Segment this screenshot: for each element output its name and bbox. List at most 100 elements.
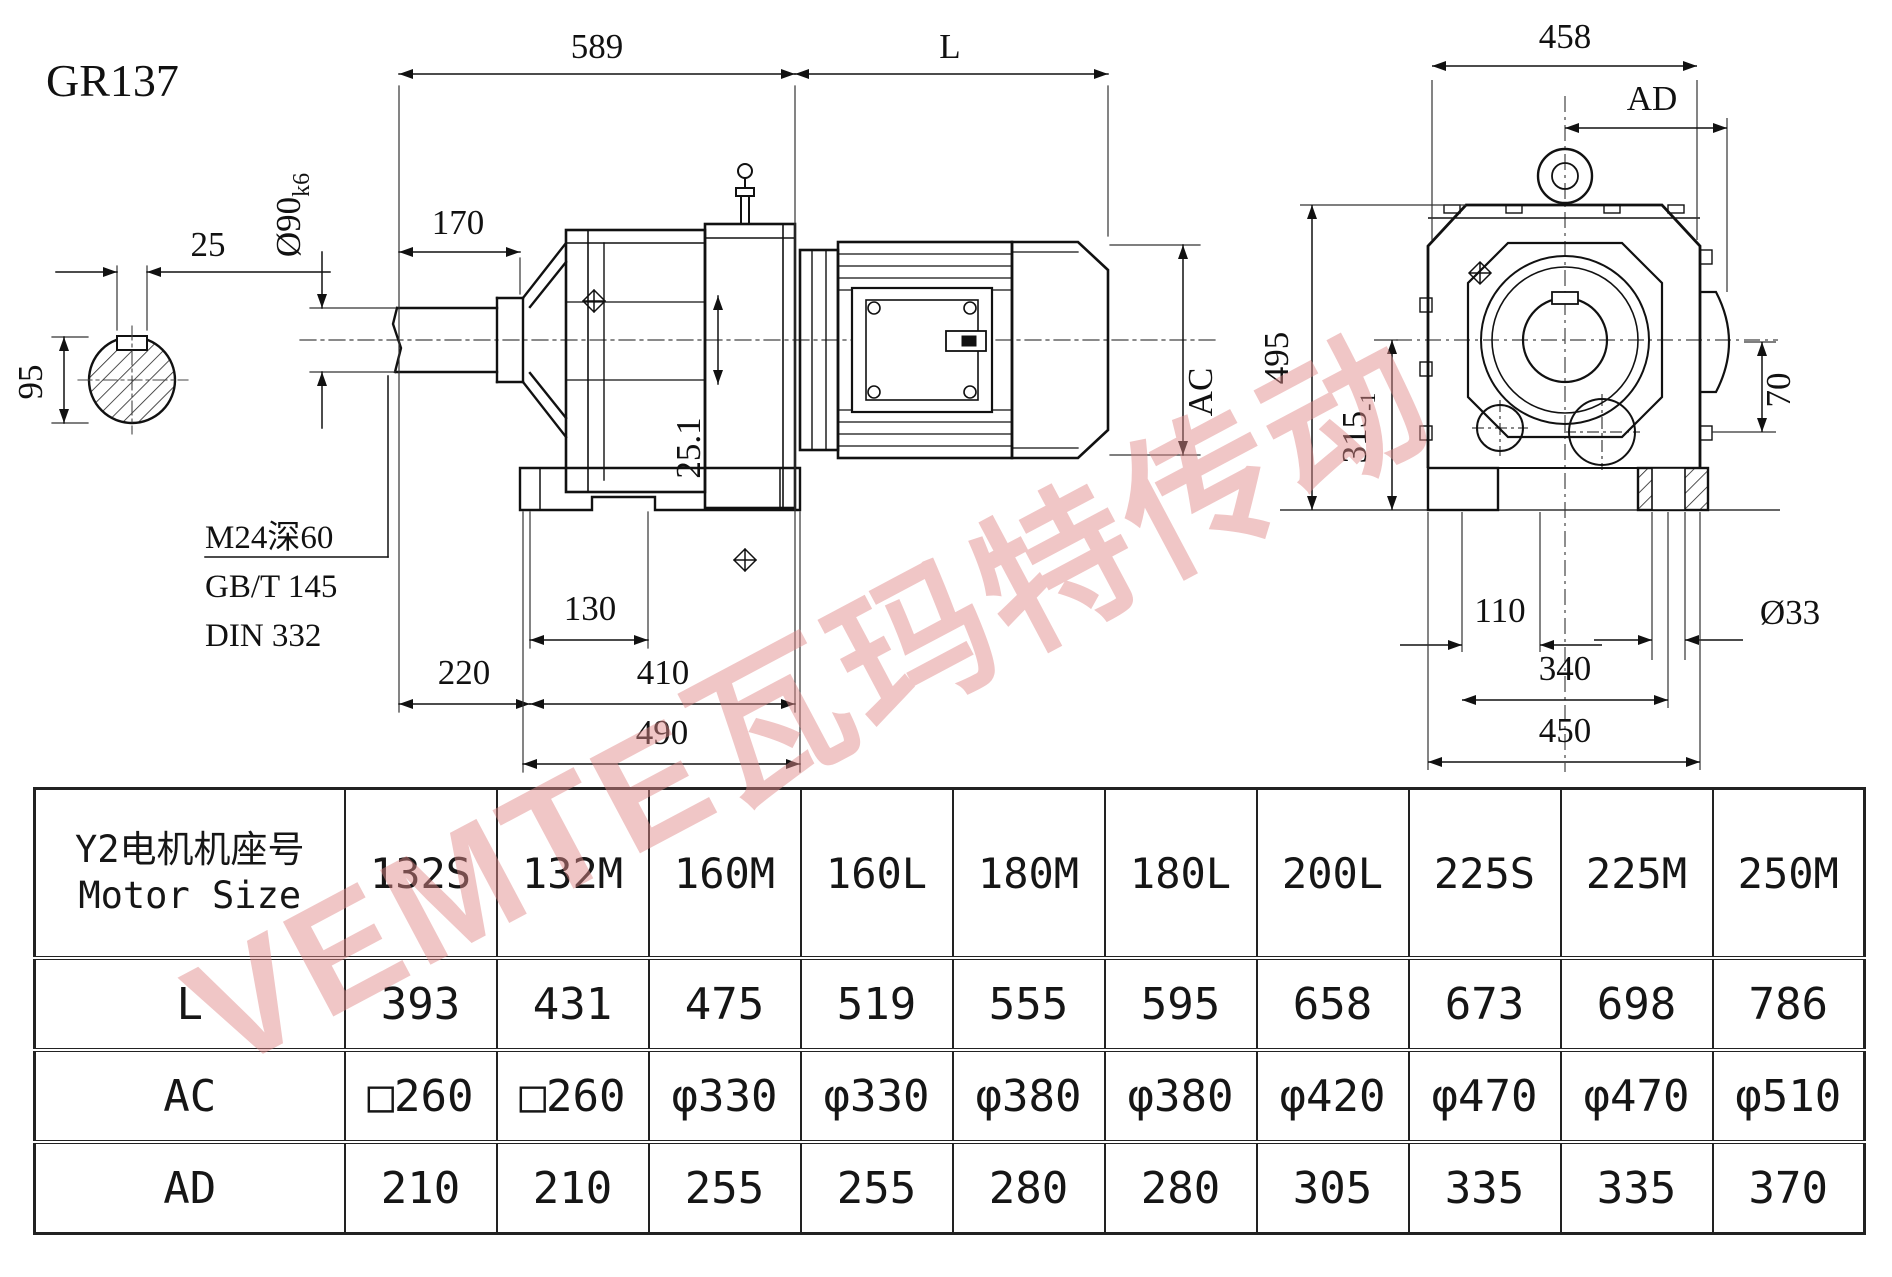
table-cell: φ330 — [647, 1048, 801, 1142]
header-motor-size-en: Motor Size — [78, 874, 302, 917]
table-cell: 393 — [343, 956, 497, 1050]
table-cell: 658 — [1255, 956, 1409, 1050]
table-cell: 305 — [1255, 1140, 1409, 1234]
dim-220-410: 220 410 — [398, 653, 796, 709]
dim-70-value: 70 — [1759, 373, 1798, 408]
motor — [798, 240, 1110, 460]
table-cell: φ470 — [1559, 1048, 1713, 1142]
dim-170: 170 — [398, 203, 521, 295]
note-din332: DIN 332 — [205, 618, 321, 654]
col-header: 132S — [343, 788, 497, 958]
dim-458-value: 458 — [1539, 17, 1592, 56]
dim-95: 95 — [11, 365, 50, 400]
gearbox-housing — [564, 222, 797, 510]
dim-315-value: 315 — [1335, 411, 1374, 464]
side-view: 25 95 Ø90k6 — [11, 27, 1220, 773]
dim-410-value: 410 — [637, 653, 690, 692]
dim-130: 130 — [529, 511, 649, 649]
table-cell: 280 — [951, 1140, 1105, 1234]
svg-text:Ø90k6: Ø90k6 — [269, 173, 315, 257]
dim-70: 70 — [1712, 341, 1798, 433]
dim-33-value: Ø33 — [1760, 593, 1820, 632]
note-thread: M24深60 — [205, 520, 333, 556]
table-row-AC: AC □260 □260 φ330 φ330 φ380 φ380 φ420 φ4… — [33, 1048, 1865, 1142]
gearbox-foot — [518, 466, 802, 512]
table-row-AD: AD 210 210 255 255 280 280 305 335 335 3… — [33, 1140, 1865, 1234]
dim-shaft-dia-value: Ø90 — [269, 197, 308, 257]
dim-key-depth: 25.1 — [669, 295, 723, 479]
col-header: 180L — [1103, 788, 1257, 958]
table-cell: φ380 — [1103, 1048, 1257, 1142]
table-cell: 786 — [1711, 956, 1865, 1050]
col-header: 225M — [1559, 788, 1713, 958]
dim-315-tolerance: -1 — [1355, 393, 1380, 411]
col-header: 250M — [1711, 788, 1865, 958]
dim-315: 315-1 — [1335, 339, 1398, 510]
dim-AC-value: AC — [1181, 368, 1220, 417]
table-cell: φ330 — [799, 1048, 953, 1142]
table-cell: □260 — [495, 1048, 649, 1142]
row-label: AD — [33, 1140, 345, 1234]
dim-AD-value: AD — [1627, 79, 1678, 118]
dim-hole-33: Ø33 — [1594, 512, 1820, 660]
table-cell: 210 — [495, 1140, 649, 1234]
output-shaft — [391, 296, 525, 384]
header-motor-size-cn: Y2电机机座号 — [74, 827, 305, 871]
svg-text:315-1: 315-1 — [1335, 393, 1380, 464]
col-header: 225S — [1407, 788, 1561, 958]
table-cell: 475 — [647, 956, 801, 1050]
table-row-L: L 393 431 475 519 555 595 658 673 698 78… — [33, 956, 1865, 1050]
dim-AD: AD — [1565, 79, 1728, 292]
dim-overall: 589 L — [398, 27, 1109, 713]
table-header-row: Y2电机机座号 Motor Size 132S 132M 160M 160L 1… — [33, 788, 1865, 958]
dim-L: L — [939, 27, 960, 66]
table-cell: 255 — [647, 1140, 801, 1234]
dim-key-width: 25 — [191, 225, 226, 264]
dim-340: 340 — [1462, 512, 1669, 708]
table-cell: φ420 — [1255, 1048, 1409, 1142]
output-boss — [1466, 241, 1664, 439]
dim-AC: AC — [1109, 244, 1220, 456]
secondary-bores — [1472, 394, 1640, 470]
end-housing — [1419, 203, 1713, 512]
table-cell: 335 — [1559, 1140, 1713, 1234]
table-cell: 255 — [799, 1140, 953, 1234]
table-cell: 431 — [495, 956, 649, 1050]
gearbox-bell — [521, 241, 568, 439]
dim-25-1-value: 25.1 — [669, 417, 708, 478]
dim-450-value: 450 — [1539, 711, 1592, 750]
dim-220-value: 220 — [438, 653, 491, 692]
col-header: 132M — [495, 788, 649, 958]
note-gbt145: GB/T 145 — [205, 569, 337, 605]
dim-490-value: 490 — [636, 713, 689, 752]
shaft-end-notes: M24深60 GB/T 145 DIN 332 — [204, 375, 389, 654]
table-cell: 335 — [1407, 1140, 1561, 1234]
dim-458: 458 — [1431, 17, 1698, 240]
dim-495-value: 495 — [1257, 332, 1296, 385]
dim-170-value: 170 — [432, 203, 485, 242]
table-cell: 698 — [1559, 956, 1713, 1050]
surface-finish-icon — [581, 288, 758, 573]
dim-340-value: 340 — [1539, 649, 1592, 688]
shaft-section-detail: 25 95 — [11, 225, 331, 435]
col-header: 160L — [799, 788, 953, 958]
dim-110: 110 — [1400, 512, 1602, 652]
technical-drawing: GR137 25 95 — [11, 17, 1820, 773]
fan-cowl — [1010, 240, 1110, 460]
dim-130-value: 130 — [564, 589, 617, 628]
drawing-title: GR137 — [46, 55, 179, 106]
table-cell: □260 — [343, 1048, 497, 1142]
dim-495: 495 — [1257, 204, 1466, 510]
table-cell: 673 — [1407, 956, 1561, 1050]
side-boss — [1700, 290, 1730, 394]
dim-490: 490 — [522, 511, 801, 773]
col-header: 200L — [1255, 788, 1409, 958]
motor-size-table: Y2电机机座号 Motor Size 132S 132M 160M 160L 1… — [33, 787, 1866, 1235]
table-cell: 519 — [799, 956, 953, 1050]
table-cell: 370 — [1711, 1140, 1865, 1234]
table-cell: 210 — [343, 1140, 497, 1234]
end-view: 458 AD 495 315-1 70 — [1257, 17, 1820, 772]
table-cell: φ380 — [951, 1048, 1105, 1142]
spec-table-container: Y2电机机座号 Motor Size 132S 132M 160M 160L 1… — [33, 787, 1866, 1235]
